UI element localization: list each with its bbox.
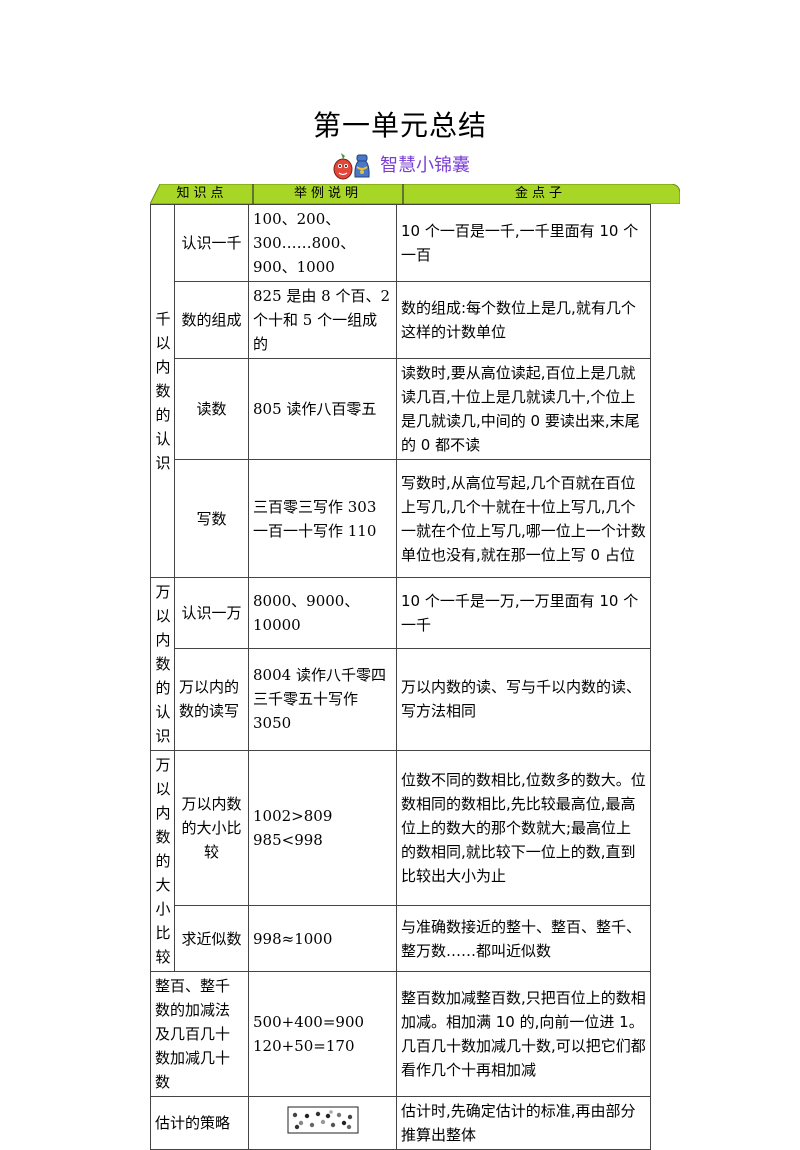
example-line: 120+50=170	[253, 1037, 355, 1055]
table-row: 万以内的数的读写 8004 读作八千零四 三千零五十写作 3050 万以内数的读…	[151, 647, 651, 752]
example-cell: 三百零三写作 303 一百一十写作 110	[248, 459, 397, 578]
example-cell: 805 读作八百零五	[248, 358, 397, 460]
example-cell: 100、200、300……800、900、1000	[248, 204, 397, 282]
tip-cell: 整百数加减整百数,只把百位上的数相加减。相加满 10 的,向前一位进 1。几百几…	[396, 971, 651, 1097]
cartoon-mascot-icon	[333, 153, 370, 180]
topic-cell: 写数	[174, 459, 249, 578]
topic-cell: 求近似数	[174, 905, 249, 972]
example-cell: 825 是由 8 个百、2 个十和 5 个一组成的	[248, 281, 397, 359]
table-row: 千以内数的认识 认识一千 100、200、300……800、900、1000 1…	[150, 204, 651, 578]
table-row: 写数 三百零三写作 303 一百一十写作 110 写数时,从高位写起,几个百就在…	[151, 459, 651, 578]
example-cell: 500+400=900 120+50=170	[248, 971, 397, 1097]
example-line: 1002>809	[253, 807, 333, 826]
tip-cell: 与准确数接近的整十、整百、整千、整万数……都叫近似数	[396, 905, 651, 972]
topic-cell: 认识一万	[174, 577, 249, 649]
example-cell: 1002>809 985<998	[248, 749, 397, 907]
topic-cell: 读数	[174, 358, 249, 460]
topic-cell: 认识一千	[174, 204, 249, 282]
subtitle-row: 智慧小锦囊	[0, 146, 800, 182]
tip-cell: 万以内数的读、写与千以内数的读、写方法相同	[396, 647, 651, 752]
example-line: 500+400=900	[253, 1013, 365, 1031]
topic-cell: 万以内的数的读写	[174, 647, 249, 752]
topic-cell: 万以内数的大小比较	[174, 749, 249, 907]
example-cell: 998≈1000	[248, 905, 397, 972]
group-label: 万以内数的认识	[150, 577, 175, 751]
tip-cell: 10 个一千是一万,一万里面有 10 个一千	[396, 577, 651, 649]
topic-cell: 数的组成	[174, 281, 249, 359]
table-row: 求近似数 998≈1000 与准确数接近的整十、整百、整千、整万数……都叫近似数	[151, 905, 651, 972]
group-label: 万以内数的大小比较	[150, 750, 175, 972]
table-row: 估计的策略 估计时,先确定估计的标准,再由部分推算出整体	[150, 1096, 651, 1150]
header-col-knowledge: 知识点	[176, 186, 228, 201]
example-cell: 8000、9000、10000	[248, 577, 397, 649]
group-label: 千以内数的认识	[150, 204, 175, 578]
header-col-example: 举例说明	[293, 186, 362, 201]
tip-cell: 读数时,要从高位读起,百位上是几就读几百,十位上是几就读几十,个位上是几就读几,…	[396, 358, 651, 460]
example-cell	[248, 1096, 397, 1150]
tip-cell: 数的组成:每个数位上是几,就有几个这样的计数单位	[396, 281, 651, 359]
tip-cell: 位数不同的数相比,位数多的数大。位数相同的数相比,先比较最高位,最高位上的数大的…	[396, 749, 651, 907]
tip-cell: 估计时,先确定估计的标准,再由部分推算出整体	[396, 1096, 651, 1150]
example-line: 985<998	[253, 831, 323, 850]
table-row: 整百、整千数的加减法及几百几十数加减几十数 500+400=900 120+50…	[150, 971, 651, 1097]
tip-cell: 写数时,从高位写起,几个百就在百位上写几,几个十就在十位上写几,几个一就在个位上…	[396, 459, 651, 578]
table-row: 读数 805 读作八百零五 读数时,要从高位读起,百位上是几就读几百,十位上是几…	[151, 358, 651, 460]
table-row: 数的组成 825 是由 8 个百、2 个十和 5 个一组成的 数的组成:每个数位…	[151, 281, 651, 359]
table-row: 万以内数的大小比较 万以内数的大小比较 1002>809 985<998 位数不…	[150, 749, 651, 972]
example-cell: 8004 读作八千零四 三千零五十写作 3050	[248, 647, 397, 752]
dot-cluster-image	[287, 1106, 358, 1133]
topic-cell: 估计的策略	[150, 1096, 249, 1150]
page-title: 第一单元总结	[312, 109, 487, 142]
summary-table: 千以内数的认识 认识一千 100、200、300……800、900、1000 1…	[150, 204, 651, 1150]
header-bar	[150, 184, 680, 204]
table-row: 万以内数的认识 认识一万 8000、9000、10000 10 个一千是一万,一…	[150, 577, 651, 751]
subtitle: 智慧小锦囊	[380, 155, 470, 176]
tip-cell: 10 个一百是一千,一千里面有 10 个一百	[396, 204, 651, 282]
topic-cell: 整百、整千数的加减法及几百几十数加减几十数	[150, 971, 249, 1097]
header-col-tips: 金点子	[514, 186, 566, 201]
